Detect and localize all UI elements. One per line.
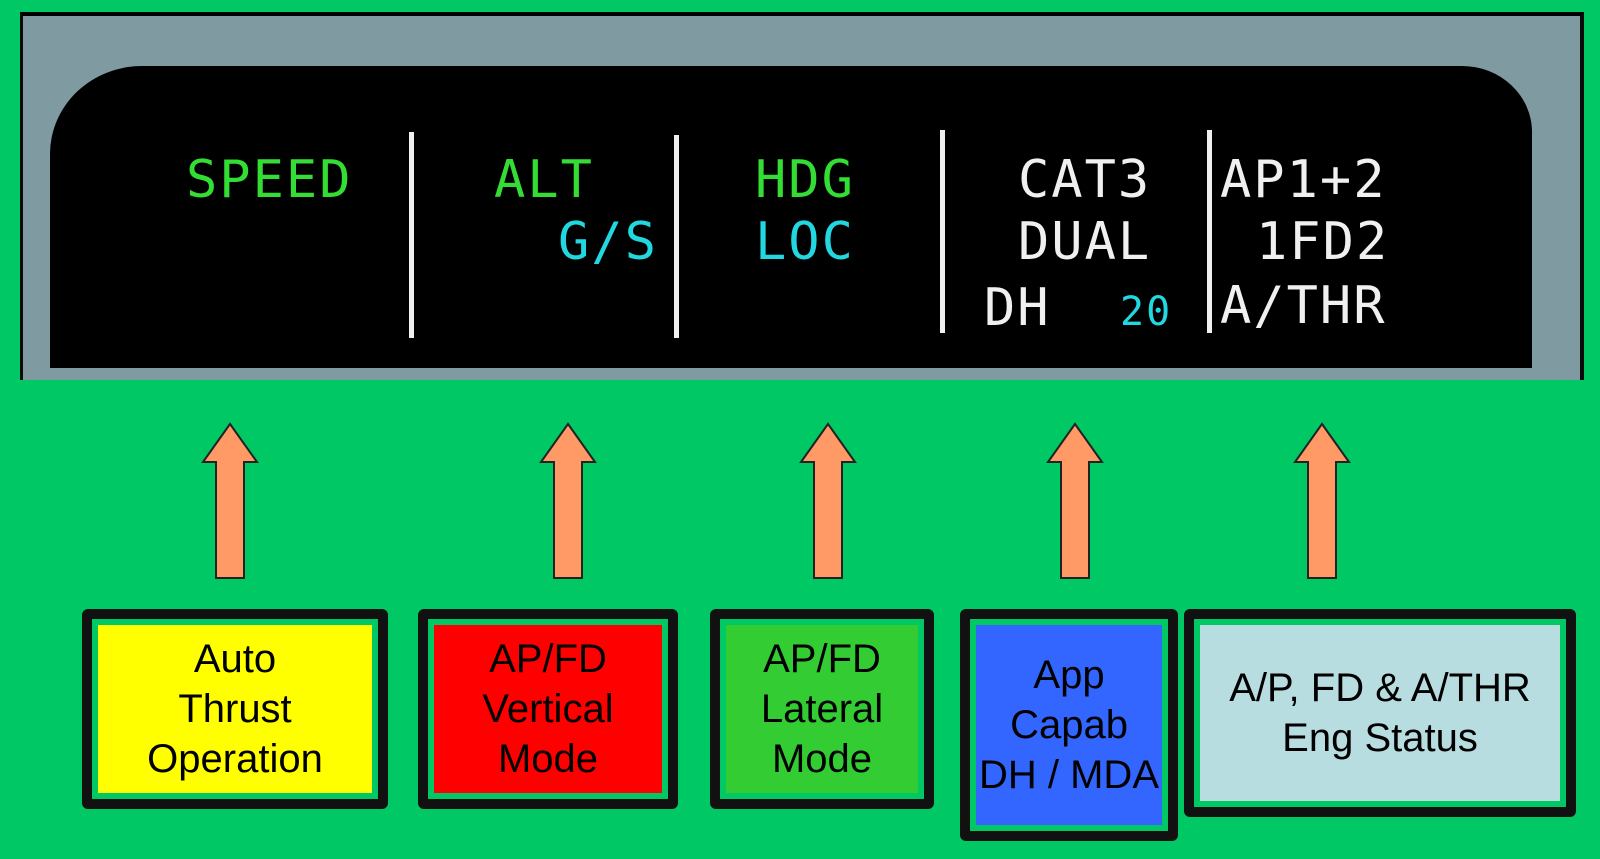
legend-box-fill: A/P, FD & A/THR Eng Status [1200,625,1560,801]
arrow-up-icon [1046,422,1104,579]
fma-athr-status: A/THR [1220,276,1387,336]
legend-box-label: A/P, FD & A/THR Eng Status [1229,666,1531,760]
fma-screen [50,66,1532,368]
fma-dh-value: 20 [1120,289,1173,335]
arrow-up-icon [539,422,597,579]
fma-lateral-engaged: HDG [755,150,855,210]
fma-approach-capability: CAT3 [1018,150,1152,210]
legend-box-lateral-mode: AP/FD Lateral Mode [710,609,934,809]
legend-box-fill: AP/FD Vertical Mode [434,625,662,793]
legend-box-fill: Auto Thrust Operation [98,625,372,793]
arrow-up-icon [1293,422,1351,579]
fma-fd-status: 1FD2 [1256,212,1390,272]
fma-divider-4 [1207,130,1212,333]
legend-box-approach-capability: App Capab DH / MDA [960,609,1178,841]
legend-box-label: AP/FD Vertical Mode [482,637,614,781]
legend-box-engagement-status: A/P, FD & A/THR Eng Status [1184,609,1576,817]
fma-vertical-engaged: ALT [494,150,594,210]
legend-box-fill: AP/FD Lateral Mode [726,625,918,793]
fma-divider-1 [409,132,414,338]
legend-box-label: App Capab DH / MDA [979,653,1159,797]
arrow-up-icon [201,422,259,579]
fma-ap-status: AP1+2 [1220,150,1387,210]
legend-box-vertical-mode: AP/FD Vertical Mode [418,609,678,809]
fma-lateral-armed: LOC [755,212,855,272]
legend-box-label: AP/FD Lateral Mode [760,637,884,781]
arrow-up-icon [799,422,857,579]
legend-box-fill: App Capab DH / MDA [976,625,1162,825]
fma-approach-mode: DUAL [1018,212,1152,272]
fma-vertical-armed: G/S [558,212,658,272]
fma-divider-3 [940,130,945,333]
legend-box-auto-thrust: Auto Thrust Operation [82,609,388,809]
legend-box-label: Auto Thrust Operation [147,637,323,781]
fma-divider-2 [674,135,679,338]
fma-speed-mode: SPEED [186,150,353,210]
fma-dh-label: DH [984,278,1051,338]
